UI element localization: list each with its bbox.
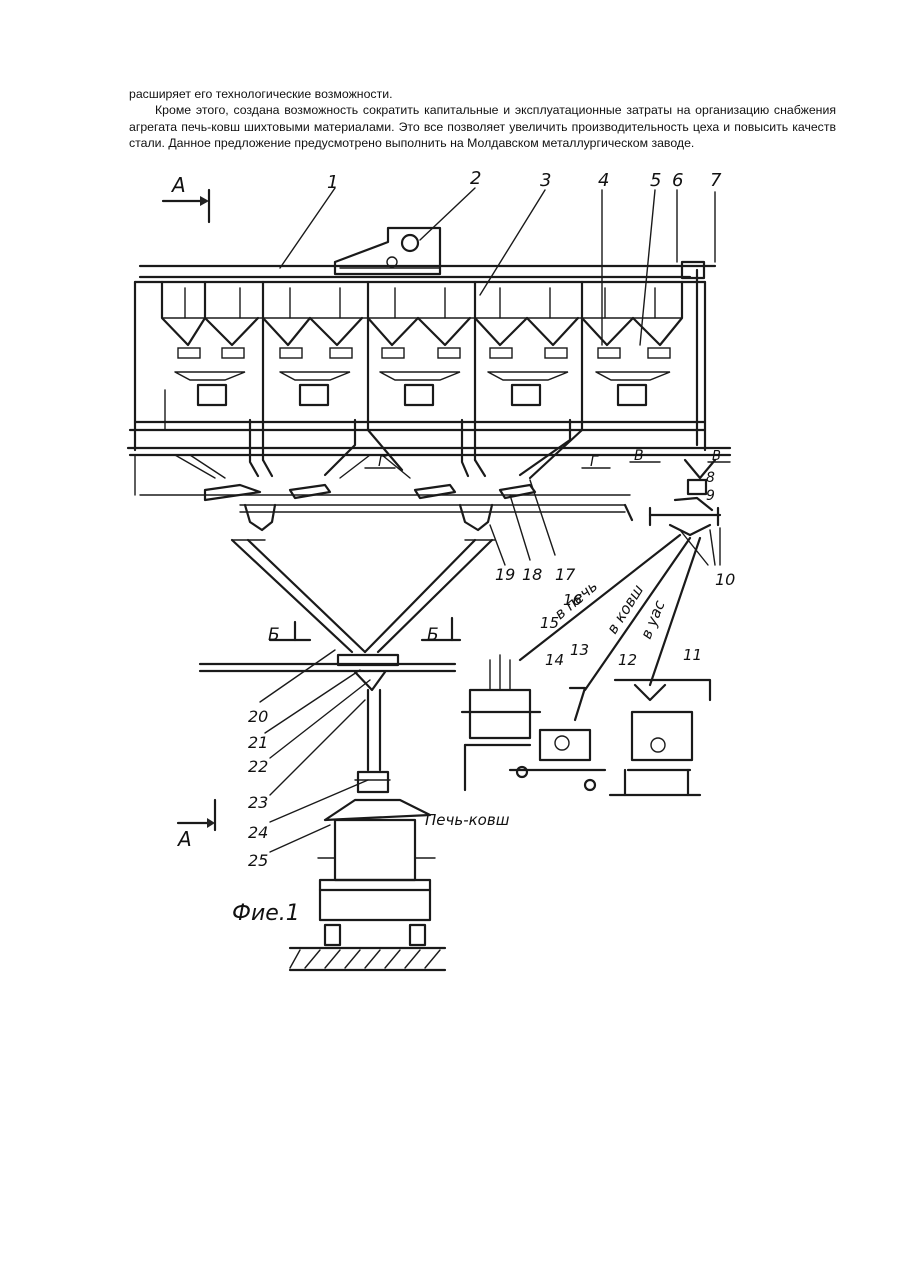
callout-11: 11 (683, 646, 702, 664)
label-a-top: А (170, 173, 186, 197)
figure-caption: Фие.1 (232, 901, 300, 926)
callout-8: 8 (706, 470, 715, 486)
callout-2: 2 (470, 168, 481, 189)
label-g-left: Г (378, 454, 387, 470)
callout-24: 24 (248, 823, 268, 842)
hopper-row (162, 282, 682, 460)
callout-9: 9 (706, 488, 715, 504)
callout-18: 18 (522, 565, 542, 584)
callout-10: 10 (715, 570, 735, 589)
uas-unit (610, 680, 710, 795)
callout-25: 25 (248, 851, 268, 870)
route-to-uas: в уас (637, 597, 669, 641)
callout-6: 6 (672, 170, 683, 191)
collecting-hopper (200, 540, 495, 792)
callout-23: 23 (248, 793, 268, 812)
callout-numbers: 1 2 3 4 5 6 7 8 9 10 11 12 13 14 15 16 1… (248, 168, 735, 870)
feeders (165, 348, 670, 430)
label-v-left: В (634, 448, 644, 464)
section-mark-g-v: Г Г В В (365, 448, 730, 470)
label-b-left: Б (268, 625, 280, 645)
label-g-right: Г (590, 454, 599, 470)
callout-20: 20 (248, 707, 268, 726)
label-a-bottom: А (176, 827, 192, 851)
callout-16: 16 (563, 591, 582, 609)
section-mark-b: Б Б (268, 618, 460, 645)
callout-3: 3 (540, 170, 551, 191)
callout-21: 21 (248, 733, 268, 752)
section-mark-a-top: А (163, 173, 209, 222)
callout-5: 5 (650, 170, 661, 191)
callout-13: 13 (570, 641, 589, 659)
callout-1: 1 (327, 172, 338, 193)
callout-4: 4 (598, 170, 609, 191)
callout-22: 22 (248, 757, 268, 776)
label-b-right: Б (427, 625, 439, 645)
callout-14: 14 (545, 651, 564, 669)
callout-12: 12 (618, 651, 637, 669)
label-ladle-furnace: Печь-ковш (425, 811, 510, 829)
callout-7: 7 (710, 170, 722, 191)
ladle-furnace (290, 800, 445, 970)
callout-19: 19 (495, 565, 515, 584)
callout-17: 17 (555, 565, 576, 584)
callout-15: 15 (540, 614, 559, 632)
lower-conveyors (205, 485, 632, 530)
section-mark-a-bottom: А (176, 800, 215, 851)
